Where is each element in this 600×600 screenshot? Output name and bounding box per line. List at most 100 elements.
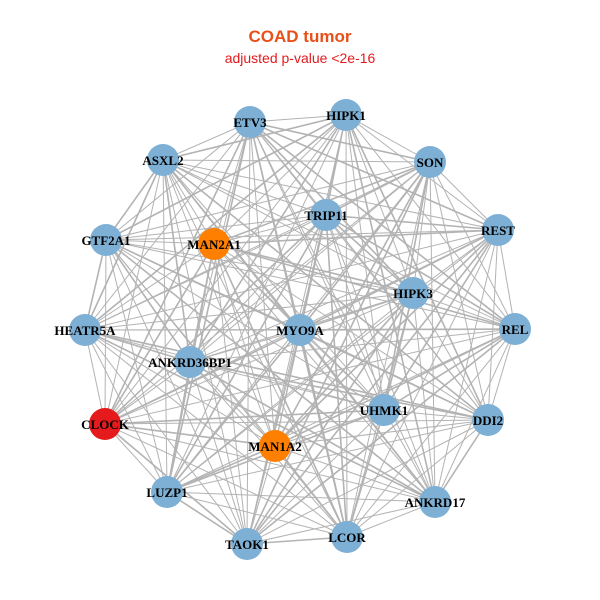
edge-TRIP11-GTF2A1: [105, 214, 327, 241]
node-label: ANKRD36BP1: [148, 355, 232, 370]
edge-CLOCK-MAN1A2: [104, 423, 276, 447]
node-circle[interactable]: [69, 314, 101, 346]
node-circle[interactable]: [419, 486, 451, 518]
edge-ASXL2-TAOK1: [162, 159, 248, 545]
node-label: REL: [502, 322, 529, 337]
node-circle[interactable]: [151, 476, 183, 508]
node-circle[interactable]: [234, 106, 266, 138]
node-circle[interactable]: [147, 144, 179, 176]
node-circle[interactable]: [198, 228, 230, 260]
edge-ASXL2-REL: [162, 159, 516, 330]
edge-REST-GTF2A1: [105, 229, 499, 241]
edge-UHMK1-TAOK1: [246, 409, 385, 545]
node-ankrd17[interactable]: ANKRD17: [405, 486, 466, 518]
node-label: UHMK1: [360, 403, 408, 418]
node-circle[interactable]: [472, 404, 504, 436]
edge-UHMK1-DDI2: [383, 409, 489, 421]
node-rest[interactable]: REST: [481, 214, 515, 246]
edge-ETV3-GTF2A1: [105, 121, 251, 241]
node-hipk1[interactable]: HIPK1: [326, 99, 366, 131]
node-taok1[interactable]: TAOK1: [225, 528, 269, 560]
node-hipk3[interactable]: HIPK3: [393, 277, 433, 309]
node-circle[interactable]: [259, 430, 291, 462]
edge-UHMK1-LCOR: [346, 409, 385, 538]
node-label: REST: [481, 223, 515, 238]
node-man1a2[interactable]: MAN1A2: [248, 430, 302, 462]
node-luzp1[interactable]: LUZP1: [146, 476, 188, 508]
edge-REST-DDI2: [487, 229, 499, 421]
node-circle[interactable]: [414, 146, 446, 178]
node-label: TAOK1: [225, 537, 269, 552]
edge-GTF2A1-TAOK1: [105, 239, 248, 545]
node-son[interactable]: SON: [414, 146, 446, 178]
node-asxl2[interactable]: ASXL2: [142, 144, 184, 176]
edge-ANKRD36BP1-UHMK1: [189, 361, 385, 411]
edge-HIPK1-ETV3: [249, 114, 347, 123]
edge-HIPK1-LUZP1: [166, 114, 347, 493]
node-circle[interactable]: [284, 314, 316, 346]
edge-HIPK1-HEATR5A: [84, 114, 347, 331]
edge-GTF2A1-LUZP1: [105, 239, 168, 493]
edge-ANKRD36BP1-TAOK1: [189, 361, 248, 545]
edge-ASXL2-DDI2: [162, 159, 489, 421]
edge-REL-MAN1A2: [274, 328, 516, 447]
edge-REST-HIPK3: [412, 229, 499, 294]
node-circle[interactable]: [310, 199, 342, 231]
node-circle[interactable]: [368, 394, 400, 426]
node-etv3[interactable]: ETV3: [233, 106, 267, 138]
node-myo9a[interactable]: MYO9A: [276, 314, 324, 346]
node-man2a1[interactable]: MAN2A1: [187, 228, 241, 260]
edge-TRIP11-HEATR5A: [84, 214, 327, 331]
node-ankrd36bp1[interactable]: ANKRD36BP1: [148, 346, 232, 378]
edge-HEATR5A-ANKRD36BP1: [84, 329, 191, 363]
figure-subtitle: adjusted p-value <2e-16: [224, 50, 376, 66]
node-circle[interactable]: [397, 277, 429, 309]
edge-ASXL2-GTF2A1: [105, 159, 164, 241]
node-clock[interactable]: CLOCK: [81, 408, 130, 440]
node-rel[interactable]: REL: [499, 313, 531, 345]
edge-MAN2A1-CLOCK: [104, 243, 215, 425]
node-circle[interactable]: [174, 346, 206, 378]
node-circle[interactable]: [499, 313, 531, 345]
edge-MAN2A1-DDI2: [213, 243, 489, 421]
edge-REL-LUZP1: [166, 328, 516, 493]
edge-ASXL2-HIPK3: [162, 159, 414, 294]
edge-GTF2A1-REL: [105, 239, 516, 330]
edge-SON-ASXL2: [162, 159, 431, 163]
edge-MAN2A1-LCOR: [213, 243, 348, 538]
edge-ANKRD36BP1-DDI2: [189, 361, 489, 421]
node-circle[interactable]: [231, 528, 263, 560]
node-circle[interactable]: [482, 214, 514, 246]
node-ddi2[interactable]: DDI2: [472, 404, 504, 436]
edge-ANKRD36BP1-MAN1A2: [189, 361, 276, 447]
edge-DDI2-MAN1A2: [274, 419, 489, 447]
edge-REST-ANKRD17: [434, 229, 499, 503]
node-lcor[interactable]: LCOR: [328, 521, 366, 553]
edge-MYO9A-CLOCK: [104, 329, 301, 425]
edge-TRIP11-ANKRD17: [325, 214, 436, 503]
node-gtf2a1[interactable]: GTF2A1: [81, 224, 131, 256]
node-circle[interactable]: [330, 99, 362, 131]
edge-HIPK3-LUZP1: [166, 292, 414, 493]
node-label: LUZP1: [146, 485, 187, 500]
edge-ETV3-HEATR5A: [84, 121, 251, 331]
edge-HIPK1-LCOR: [345, 114, 348, 538]
edge-SON-REL: [429, 161, 516, 330]
edge-HIPK3-HEATR5A: [84, 292, 414, 331]
node-label: HIPK1: [326, 108, 366, 123]
node-circle[interactable]: [90, 224, 122, 256]
node-circle[interactable]: [89, 408, 121, 440]
edge-ASXL2-REST: [162, 159, 499, 231]
edge-GTF2A1-HIPK3: [105, 239, 414, 294]
node-label: ASXL2: [142, 153, 183, 168]
node-trip11[interactable]: TRIP11: [304, 199, 348, 231]
node-heatr5a[interactable]: HEATR5A: [54, 314, 116, 346]
edge-TRIP11-LUZP1: [166, 214, 327, 493]
node-label: MAN1A2: [248, 439, 301, 454]
edge-HEATR5A-TAOK1: [84, 329, 248, 545]
node-label: GTF2A1: [81, 233, 130, 248]
node-circle[interactable]: [331, 521, 363, 553]
node-uhmk1[interactable]: UHMK1: [360, 394, 408, 426]
